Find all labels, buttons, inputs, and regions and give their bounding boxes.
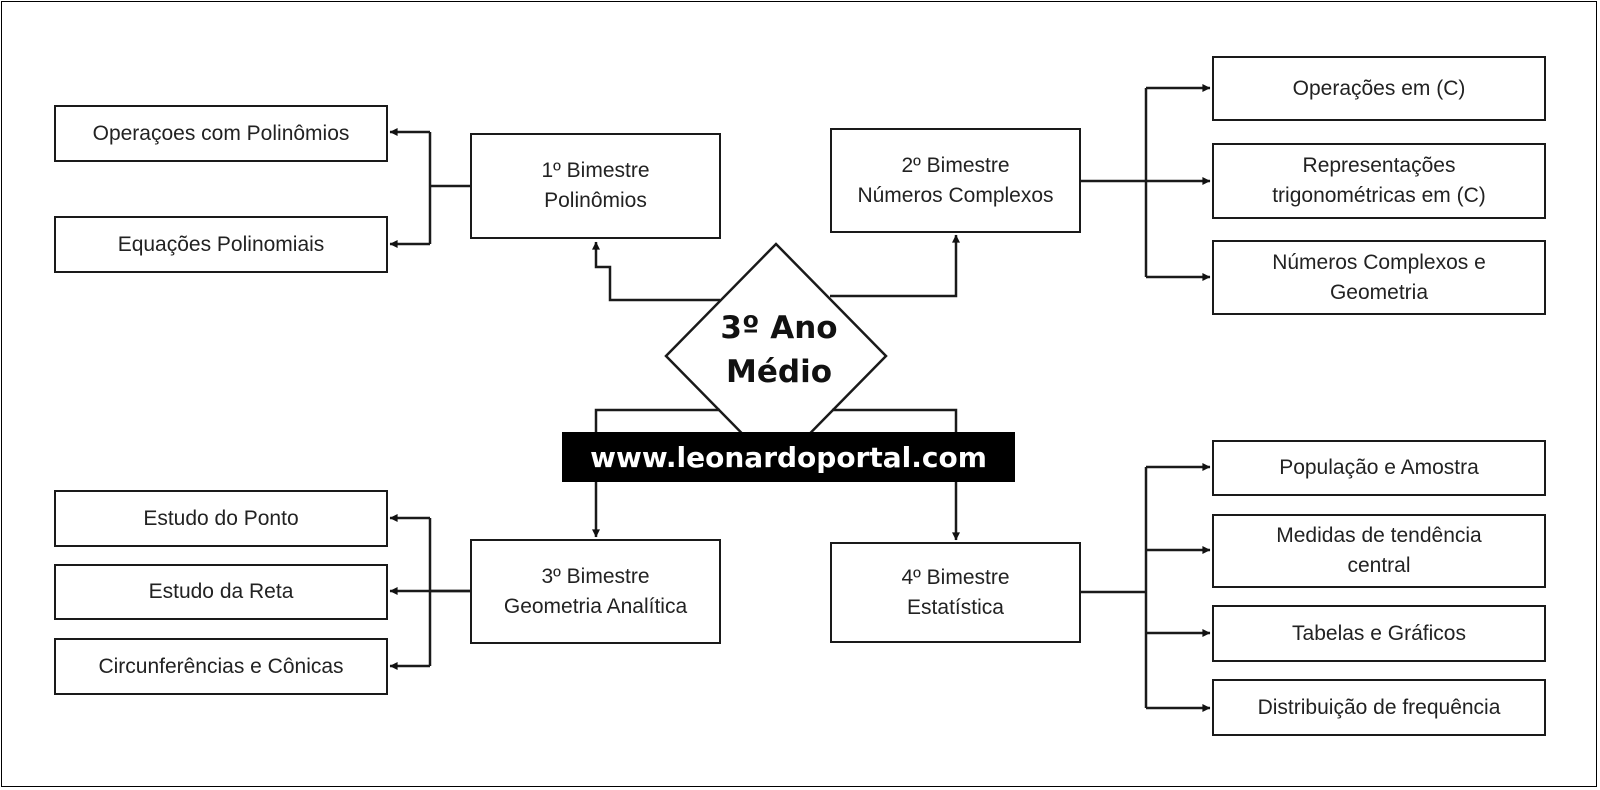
connector-center-b3 [592,408,720,538]
topic-node: Tabelas e Gráficos [1212,605,1546,662]
topic-node: Operaçoes com Polinômios [54,105,388,162]
bimester-1-node: 1º Bimestre Polinômios [470,133,721,239]
connector-center-b4 [832,408,960,541]
watermark-text: www.leonardoportal.com [590,440,987,474]
topic-node: Medidas de tendência central [1212,514,1546,588]
connector-center-b2 [830,234,960,298]
center-node-label: 3º Ano Médio [720,310,838,390]
bimester-4-node: 4º Bimestre Estatística [830,542,1081,643]
topic-node: População e Amostra [1212,440,1546,496]
topic-node: Estudo da Reta [54,564,388,620]
topic-node: Números Complexos e Geometria [1212,240,1546,315]
topic-node: Equações Polinomiais [54,216,388,273]
bimester-2-node: 2º Bimestre Números Complexos [830,128,1081,233]
topic-node: Operações em (C) [1212,56,1546,121]
topic-node: Distribuição de frequência [1212,679,1546,736]
topic-node: Estudo do Ponto [54,490,388,547]
bimester-3-node: 3º Bimestre Geometria Analítica [470,539,721,644]
topic-node: Circunferências e Cônicas [54,638,388,695]
topic-node: Representações trigonométricas em (C) [1212,143,1546,219]
watermark-banner: www.leonardoportal.com [562,432,1015,482]
connector-center-b1 [592,241,720,302]
